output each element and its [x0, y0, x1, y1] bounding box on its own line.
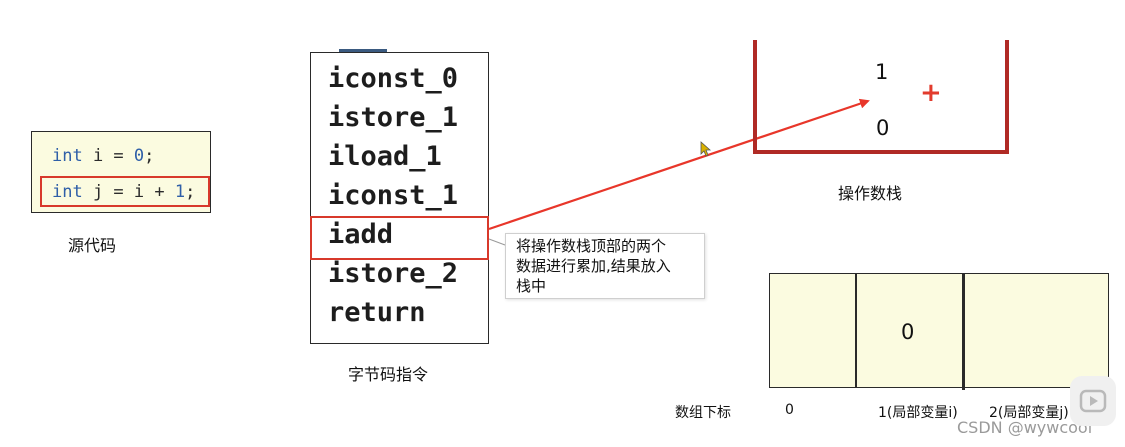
array-index: 0 — [785, 402, 794, 418]
source-code-box: int i = 0; int j = i + 1; — [31, 131, 211, 213]
bytecode-top-accent — [339, 49, 387, 52]
iadd-explanation-tooltip: 将操作数栈顶部的两个 数据进行累加,结果放入 栈中 — [505, 233, 705, 299]
array-divider — [962, 273, 965, 390]
source-line-1: int i = 0; — [52, 146, 155, 166]
source-code-caption: 源代码 — [68, 236, 117, 255]
bytecode-instruction: return — [328, 297, 426, 328]
bytecode-instruction: iload_1 — [328, 141, 442, 172]
bytecode-box: iconst_0 istore_1 iload_1 iconst_1 iadd … — [310, 52, 489, 344]
array-index-label: 数组下标 — [675, 405, 731, 421]
source-line-2: int j = i + 1; — [52, 182, 196, 202]
bytecode-instruction: iconst_0 — [328, 63, 459, 94]
operand-stack — [753, 40, 1009, 154]
array-divider — [855, 273, 857, 388]
operand-stack-caption: 操作数栈 — [838, 184, 903, 203]
tooltip-connector — [488, 238, 506, 246]
stack-value-top: 1 — [875, 60, 889, 84]
plus-icon: + — [920, 78, 942, 108]
array-cell-1: 0 — [901, 320, 915, 344]
tooltip-line: 将操作数栈顶部的两个 — [516, 237, 667, 255]
array-index: 2(局部变量j) — [989, 405, 1069, 421]
iadd-highlight — [310, 216, 489, 260]
local-variable-array — [769, 273, 1109, 388]
csdn-watermark: CSDN @wywcool — [957, 418, 1093, 437]
tooltip-line: 数据进行累加,结果放入 — [516, 257, 671, 275]
array-index: 1(局部变量i) — [878, 405, 958, 421]
bytecode-instruction: istore_1 — [328, 102, 459, 133]
bytecode-caption: 字节码指令 — [348, 365, 429, 384]
bytecode-instruction: iconst_1 — [328, 180, 459, 211]
tooltip-line: 栈中 — [516, 277, 547, 295]
play-icon — [1079, 389, 1107, 413]
iadd-to-stack-arrow — [488, 98, 870, 231]
bytecode-instruction: istore_2 — [328, 258, 459, 289]
mouse-cursor-icon — [700, 141, 712, 157]
video-play-button[interactable] — [1070, 376, 1116, 426]
bytecode-instruction: iadd — [328, 219, 394, 250]
stack-value-bottom: 0 — [876, 116, 890, 140]
source-line-highlight — [40, 176, 210, 207]
